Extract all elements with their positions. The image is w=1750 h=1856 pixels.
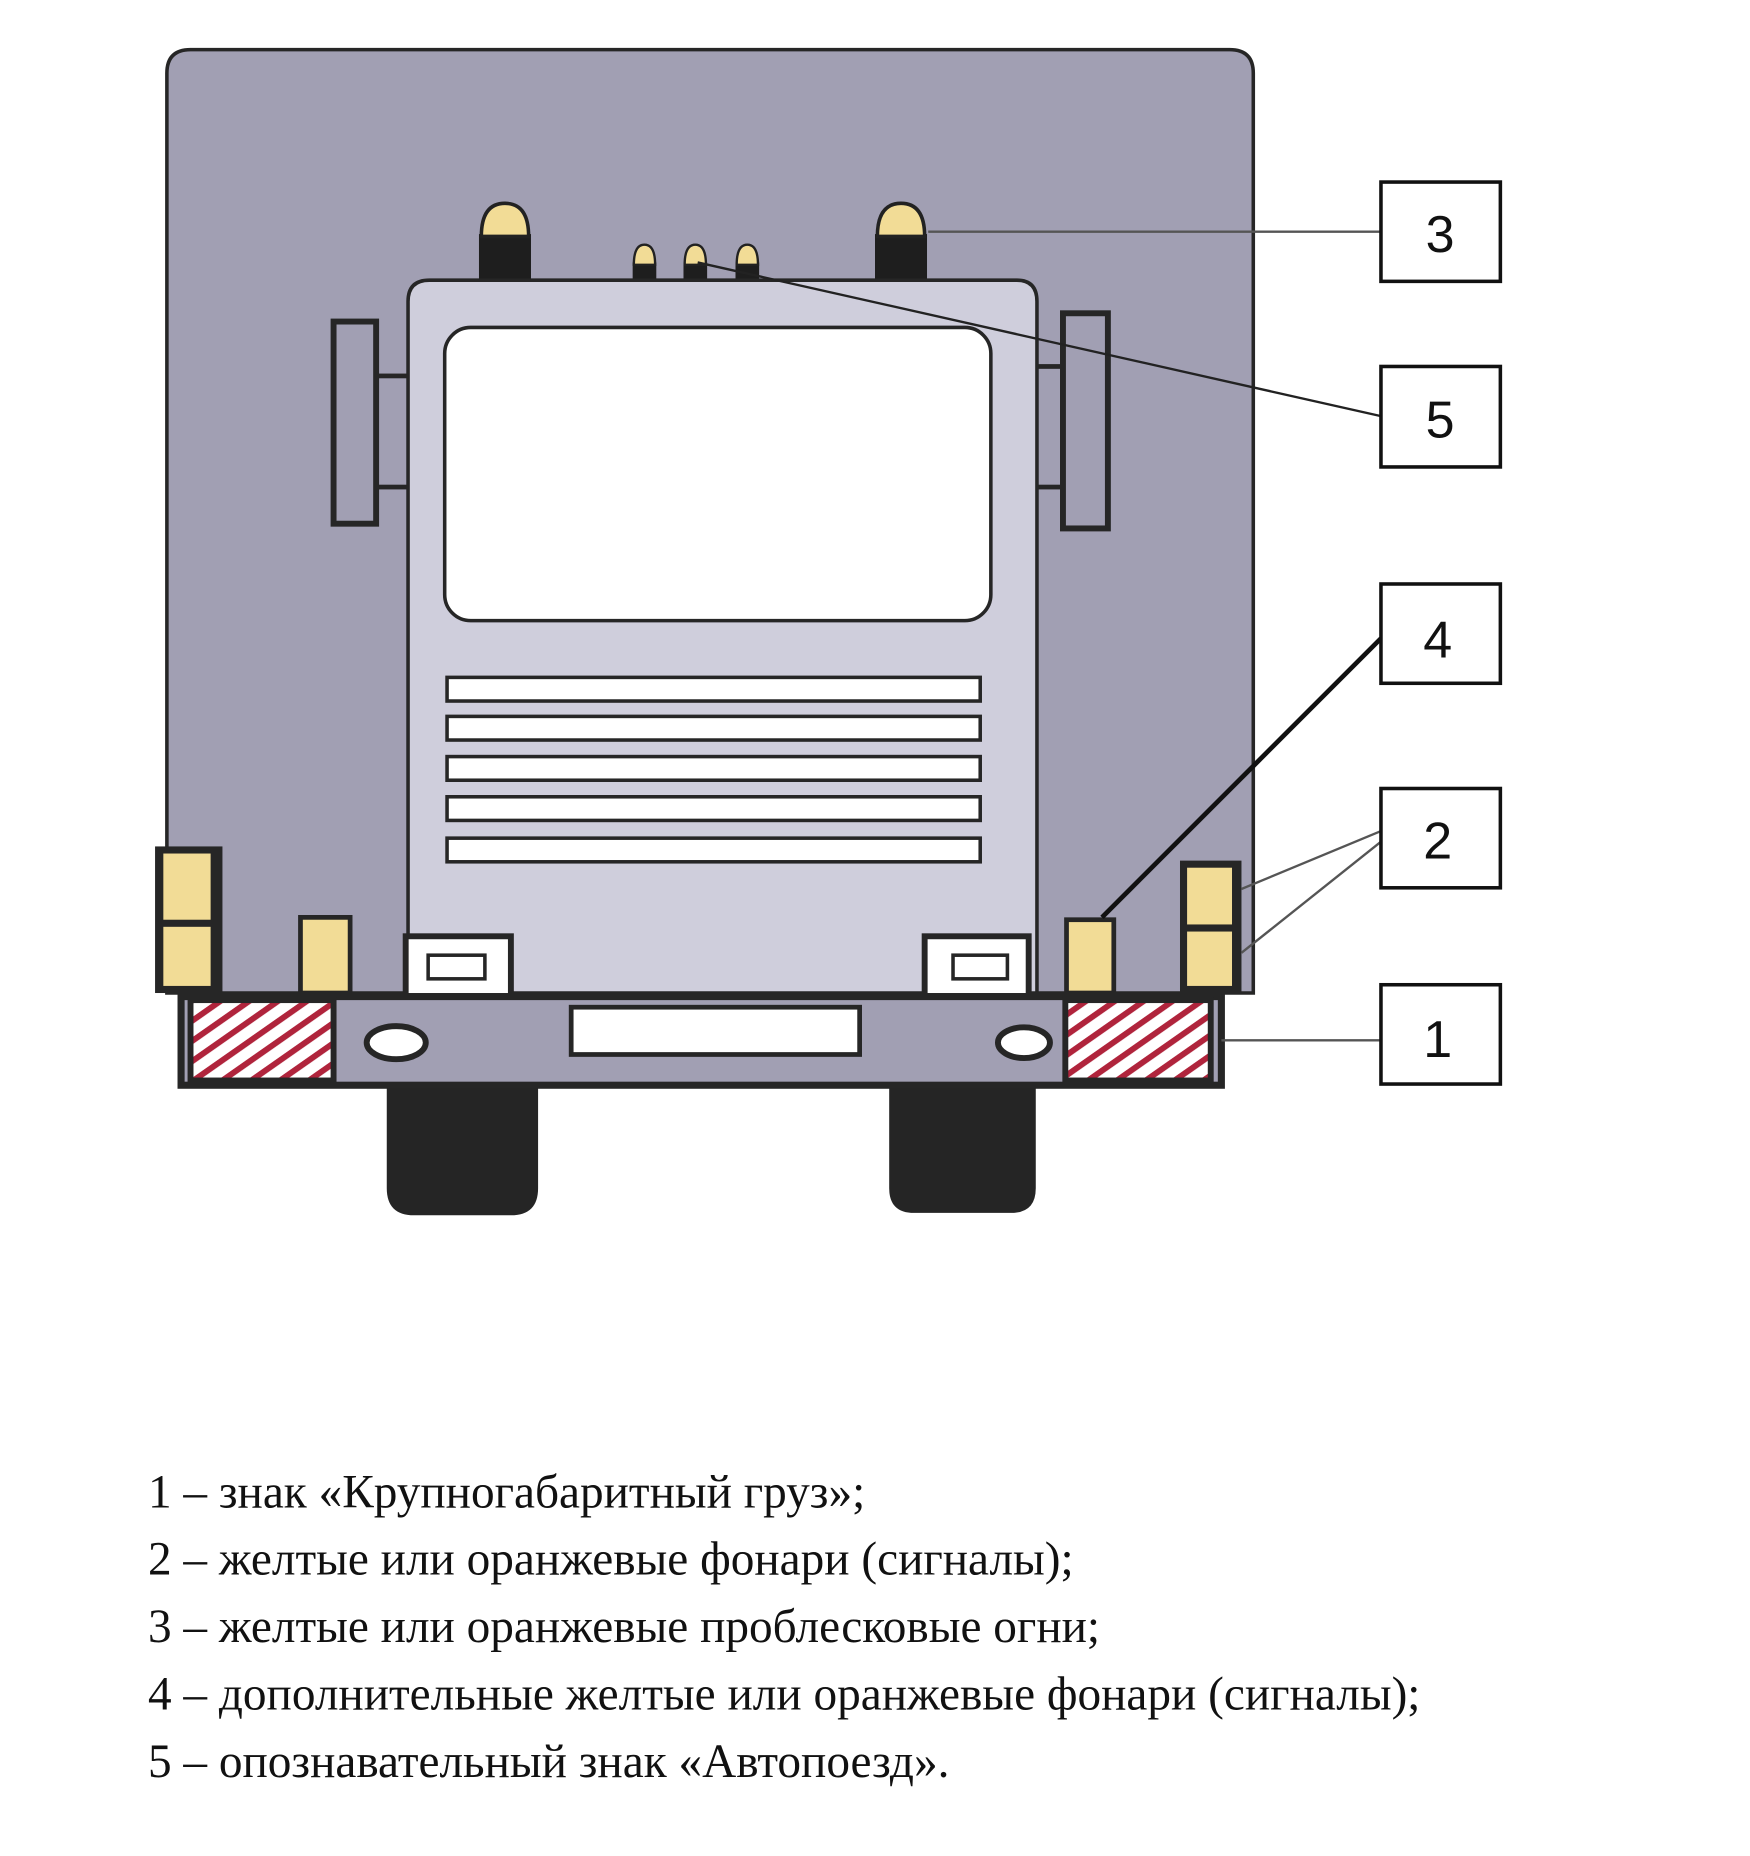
legend: 1 – знак «Крупногабаритный груз»; 2 – же…	[148, 1466, 1420, 1788]
beacon-left	[478, 201, 531, 282]
label-box-3: 3	[1379, 180, 1503, 284]
label-3: 3	[1426, 206, 1455, 264]
grille	[445, 675, 982, 864]
label-box-5: 5	[1379, 364, 1503, 469]
headlight-left	[402, 933, 514, 1001]
additional-lamp-left	[298, 914, 353, 996]
label-1: 1	[1423, 1011, 1452, 1069]
road-train-lights	[632, 243, 760, 282]
license-plate	[568, 1004, 862, 1057]
legend-item-5: 5 – опознавательный знак «Автопоезд».	[148, 1736, 949, 1788]
legend-item-4: 4 – дополнительные желтые или оранжевые …	[148, 1668, 1420, 1720]
lamp-pair-left	[155, 846, 223, 994]
label-box-4: 4	[1379, 582, 1503, 686]
label-5: 5	[1426, 391, 1455, 449]
beacon-right	[875, 201, 928, 282]
lamp-pair-right	[1179, 860, 1242, 994]
wheel-right	[889, 1082, 1036, 1213]
label-2: 2	[1423, 812, 1452, 870]
legend-item-3: 3 – желтые или оранжевые проблесковые ог…	[148, 1601, 1100, 1653]
fog-light-right	[994, 1024, 1053, 1061]
windshield	[442, 325, 993, 623]
label-box-1: 1	[1379, 982, 1503, 1086]
oversize-sign-right	[1062, 997, 1214, 1084]
headlight-right	[921, 933, 1032, 1001]
label-4: 4	[1423, 611, 1452, 669]
label-box-2: 2	[1379, 786, 1503, 890]
additional-lamp-right	[1064, 917, 1117, 996]
oversize-sign-left	[187, 997, 337, 1084]
fog-light-left	[363, 1023, 429, 1063]
wheel-left	[386, 1082, 539, 1216]
legend-item-1: 1 – знак «Крупногабаритный груз»;	[148, 1466, 865, 1518]
legend-item-2: 2 – желтые или оранжевые фонари (сигналы…	[148, 1534, 1074, 1586]
leader-lines	[697, 230, 1383, 1042]
